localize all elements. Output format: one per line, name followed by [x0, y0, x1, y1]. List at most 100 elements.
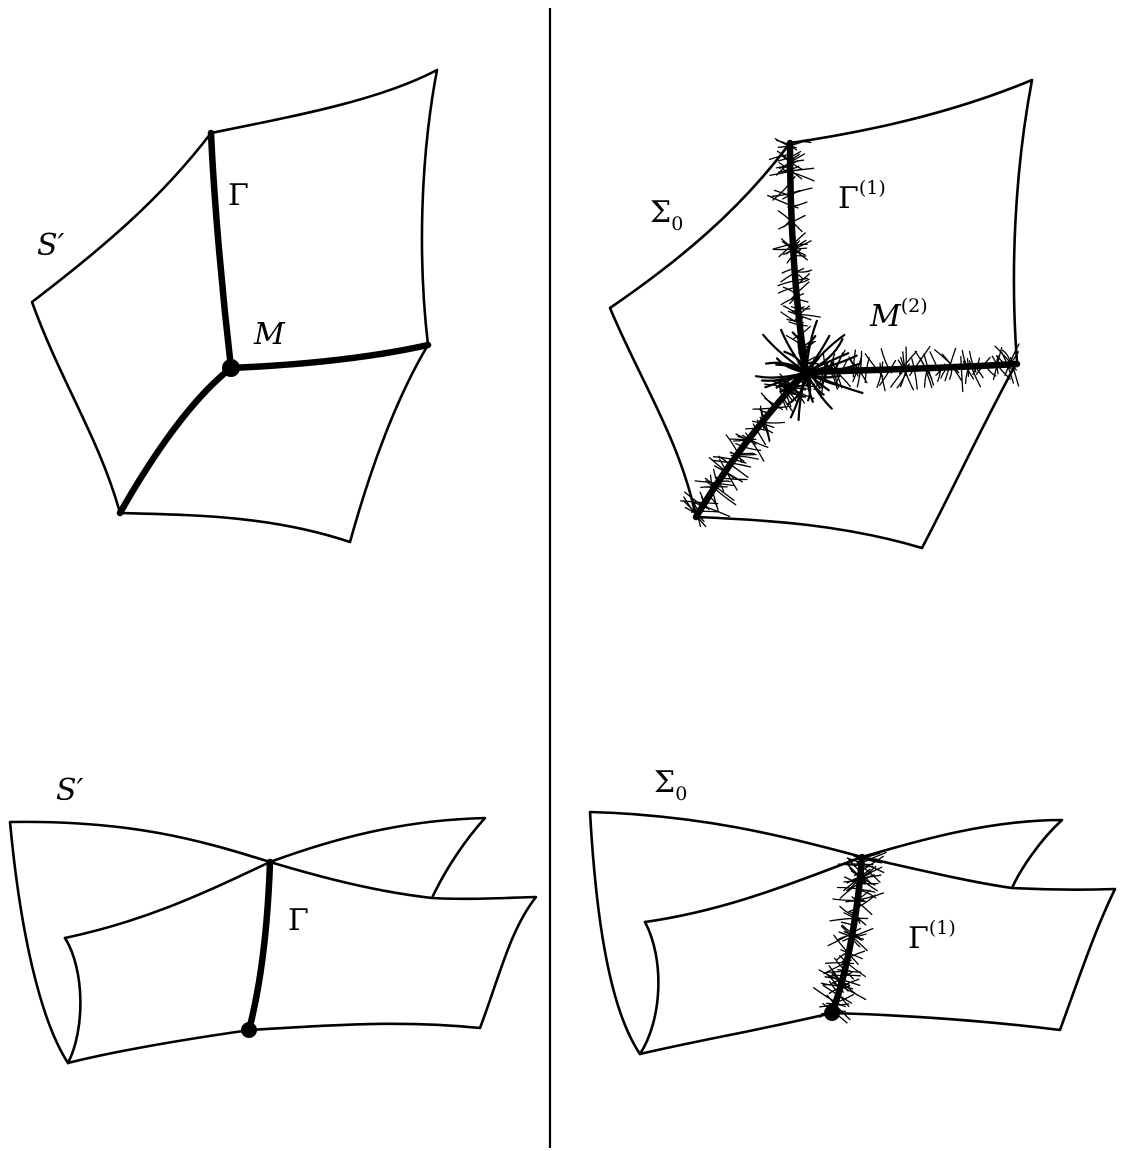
fuzz-hair	[890, 363, 910, 388]
fuzz-hair	[840, 925, 868, 952]
fuzz-hair	[832, 982, 867, 1001]
fuzz-hair	[711, 459, 752, 468]
fuzz-hair	[683, 496, 707, 528]
surface-outline	[30, 68, 439, 544]
upper-diagonal	[860, 855, 1014, 890]
fuzz-hair	[812, 987, 842, 1006]
fuzz-hair	[845, 892, 885, 903]
fuzz-hair	[833, 957, 855, 980]
fuzz-hair	[961, 349, 969, 370]
lower-sheet-edge	[643, 855, 864, 924]
gamma1-curve	[828, 853, 866, 1017]
fuzz-hair	[778, 214, 806, 230]
fuzz-hair	[759, 421, 786, 424]
fuzz-hair	[714, 476, 748, 481]
fuzz-hair	[822, 1002, 848, 1024]
singular-ray	[804, 370, 812, 402]
fuzz-hair	[1001, 349, 1012, 364]
fuzz-hair	[756, 419, 774, 434]
fuzz-hair	[994, 345, 1017, 371]
fuzz-hair	[777, 150, 802, 162]
singular-ray	[803, 335, 817, 374]
fuzz-hair	[825, 970, 851, 974]
fuzz-hair	[840, 921, 857, 928]
m2-singular-rays	[754, 319, 864, 422]
fuzz-hair	[694, 502, 731, 518]
fuzz-hair	[843, 874, 875, 883]
fuzz-hair	[858, 874, 882, 880]
fuzz-hair	[914, 350, 933, 380]
fuzz-hair	[923, 353, 935, 386]
fuzz-hair	[821, 1010, 846, 1015]
label-m2: M(2)	[869, 295, 928, 334]
fuzz-hair	[935, 363, 946, 376]
fuzz-hair	[694, 480, 734, 487]
fuzz-hair	[795, 298, 809, 303]
fuzz-hair	[764, 397, 784, 411]
fuzz-hair	[833, 934, 859, 965]
fuzz-hair	[929, 351, 941, 374]
fuzz-hair	[828, 978, 860, 994]
fuzz-hair	[819, 1008, 839, 1018]
fuzz-hair	[784, 165, 800, 172]
fuzz-hair	[752, 423, 767, 446]
fuzz-hair	[879, 359, 897, 386]
fuzz-hair	[792, 271, 804, 280]
gamma-curve	[207, 129, 235, 372]
fuzz-hair	[769, 168, 802, 177]
label-gamma: Γ	[228, 178, 249, 213]
fuzz-hair	[841, 924, 861, 939]
fuzz-hair	[822, 984, 853, 1004]
fuzz-hair	[791, 306, 805, 313]
fuzz-hairs	[812, 851, 887, 1024]
panel-bottom-left: S′ Γ	[8, 773, 538, 1065]
point-m-dot	[222, 359, 240, 377]
fuzz-hair	[825, 1002, 847, 1008]
fuzz-hair	[741, 434, 769, 448]
fuzz-hair	[714, 465, 744, 483]
fuzz-hair	[786, 249, 802, 264]
fuzz-hair	[682, 500, 705, 522]
fuzz-hair	[718, 458, 738, 491]
label-sigma0: Σ0	[654, 765, 687, 805]
fuzz-hair	[745, 432, 765, 462]
fuzz-hair	[851, 896, 873, 916]
fuzz-hair	[772, 242, 799, 250]
fuzz-hair	[898, 350, 918, 375]
fuzz-hair	[793, 305, 810, 323]
upper-diagonal	[268, 860, 434, 900]
fuzz-hair	[825, 993, 855, 1007]
fuzz-hair	[846, 857, 885, 874]
fuzz-hair	[725, 434, 743, 463]
fuzz-hair	[777, 286, 798, 294]
fuzz-hair	[735, 442, 762, 452]
fuzz-hair	[781, 267, 798, 274]
label-gamma1: Γ(1)	[838, 177, 886, 216]
fuzz-hair	[730, 454, 759, 460]
fuzz-hair	[934, 349, 960, 374]
fuzz-hair	[975, 356, 991, 375]
fuzz-hair	[787, 141, 812, 144]
fuzz-hair	[838, 931, 865, 940]
fuzz-hair	[704, 477, 735, 501]
label-sigma0: Σ0	[650, 195, 683, 235]
fuzz-hair	[783, 240, 812, 256]
fuzz-hair	[772, 175, 796, 201]
singular-ray	[804, 354, 858, 374]
fuzz-hair	[831, 971, 854, 984]
label-s-prime: S′	[56, 773, 84, 808]
fuzz-hair	[837, 933, 859, 941]
fuzz-hair	[735, 433, 757, 445]
fuzz-hair	[774, 137, 797, 149]
label-gamma: Γ	[288, 903, 309, 938]
fuzz-hair	[829, 917, 869, 922]
fuzz-hair	[824, 976, 861, 987]
fuzz-hair	[768, 153, 793, 161]
fuzz-hair	[777, 210, 803, 233]
branch-lower	[116, 364, 235, 517]
lower-sheet-fold	[638, 920, 660, 1056]
panel-top-right: Σ0 Γ(1) M(2)	[608, 78, 1034, 550]
fuzz-hair	[847, 857, 873, 885]
fuzz-hair	[787, 201, 808, 208]
